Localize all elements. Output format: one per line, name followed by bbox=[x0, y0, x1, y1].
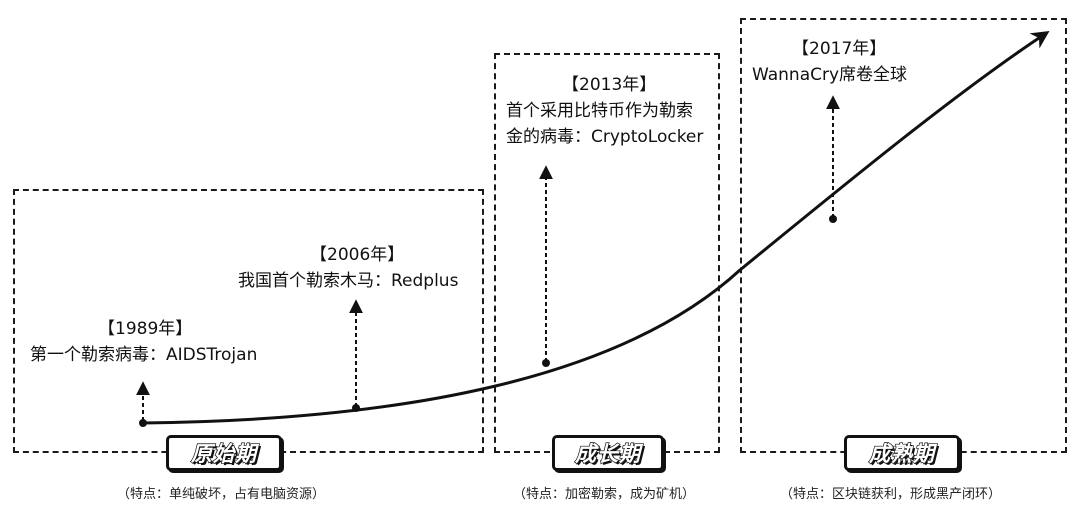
phase-badge-mature: 成熟期 bbox=[844, 435, 960, 471]
event-text: 首个采用比特币作为勒索 bbox=[506, 101, 693, 121]
event-2017: 【2017年】 WannaCry席卷全球 bbox=[752, 36, 907, 88]
phase-badge-growth: 成长期 bbox=[552, 435, 664, 471]
phase-feature-mature: （特点：区块链获利，形成黑产闭环） bbox=[780, 487, 1002, 502]
event-text: WannaCry席卷全球 bbox=[752, 65, 908, 85]
point-1989 bbox=[139, 419, 147, 427]
event-year: 【2017年】 bbox=[792, 39, 887, 59]
phase-name: 成熟期 bbox=[868, 441, 935, 466]
event-1989: 【1989年】 第一个勒索病毒：AIDSTrojan bbox=[30, 316, 257, 368]
event-text: 我国首个勒索木马：Redplus bbox=[238, 271, 459, 291]
event-text: 第一个勒索病毒：AIDSTrojan bbox=[30, 345, 258, 365]
phase-badge-primitive: 原始期 bbox=[166, 435, 282, 471]
event-year: 【2013年】 bbox=[562, 75, 657, 95]
point-2013 bbox=[542, 359, 550, 367]
event-year: 【2006年】 bbox=[310, 245, 405, 265]
point-2006 bbox=[352, 404, 360, 412]
growth-curve bbox=[142, 31, 1050, 425]
phase-name: 成长期 bbox=[574, 441, 641, 466]
point-2017 bbox=[829, 215, 837, 223]
phase-name: 原始期 bbox=[190, 441, 257, 466]
event-2013: 【2013年】 首个采用比特币作为勒索 金的病毒：CryptoLocker bbox=[506, 72, 703, 150]
event-text-line2: 金的病毒：CryptoLocker bbox=[506, 127, 704, 147]
phase-feature-primitive: （特点：单纯破坏，占有电脑资源） bbox=[117, 487, 326, 502]
event-2006: 【2006年】 我国首个勒索木马：Redplus bbox=[238, 242, 458, 294]
event-year: 【1989年】 bbox=[98, 319, 193, 339]
phase-feature-growth: （特点：加密勒索，成为矿机） bbox=[513, 487, 696, 502]
